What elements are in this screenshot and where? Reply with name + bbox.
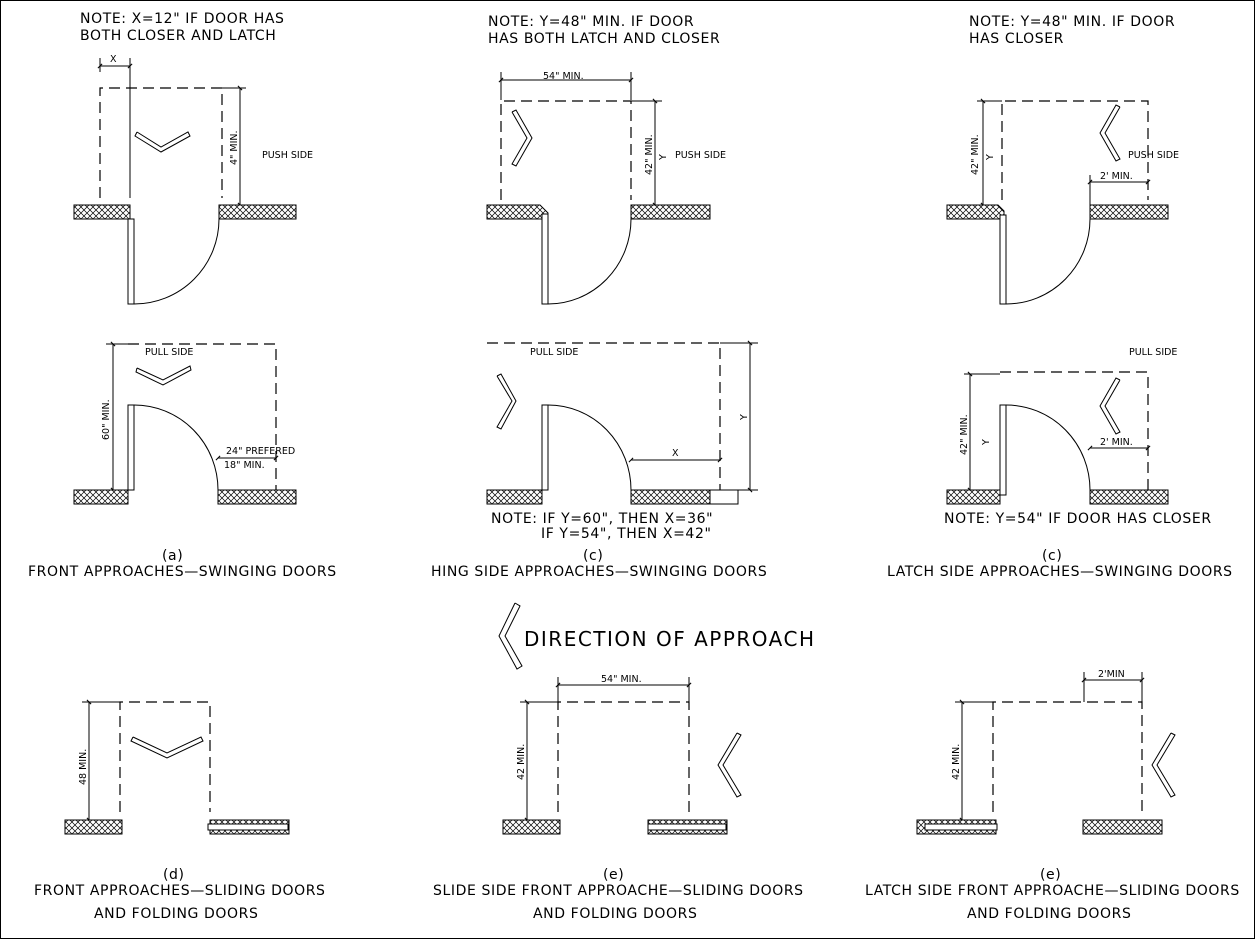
caption-e1-letter: (e): [603, 867, 624, 883]
wall-right: [1089, 204, 1169, 220]
wall-right: [1089, 489, 1169, 505]
wall-left: [73, 204, 131, 220]
caption-e2-letter: (e): [1040, 867, 1061, 883]
pull-side-label-c: PULL SIDE: [1129, 347, 1177, 358]
approach-arrow-icon: [1151, 732, 1176, 798]
caption-e1-title: SLIDE SIDE FRONT APPROACHE—SLIDING DOORS…: [433, 883, 804, 922]
approach-arrow-icon: [1099, 377, 1121, 435]
caption-a-letter: (a): [162, 548, 183, 564]
diagram-hinge-pull: PULL SIDE Y X NOTE: IF Y=60", THEN X=36"…: [486, 340, 758, 542]
door-leaf: [999, 404, 1007, 496]
note-c2: NOTE: Y=54" IF DOOR HAS CLOSER: [944, 511, 1212, 527]
approach-arrow-icon: [511, 109, 533, 167]
approach-arrow-icon: [1099, 104, 1121, 162]
depth-dim-b: 42" MIN.: [644, 134, 655, 175]
wall-right: [630, 204, 711, 220]
wall-left: [486, 204, 549, 220]
min-dim: 18" MIN.: [224, 460, 265, 471]
diagram-slide-side-sliding: 54" MIN. 42 MIN.: [502, 674, 742, 835]
push-side-label-c: PUSH SIDE: [1128, 150, 1179, 161]
diagram-latch-side-sliding: 2'MIN 42 MIN.: [916, 669, 1176, 835]
wall-right: [630, 489, 711, 505]
note-b2: NOTE: IF Y=60", THEN X=36"IF Y=54", THEN…: [491, 511, 713, 542]
clear-dim-c2: 2' MIN.: [1100, 437, 1133, 448]
caption-b-title: HING SIDE APPROACHES—SWINGING DOORS: [431, 564, 767, 580]
width-dim: 54" MIN.: [543, 71, 584, 82]
pull-side-label-a: PULL SIDE: [145, 347, 193, 358]
depth-dim-c2: 42" MIN.: [959, 414, 970, 455]
y-label-c: Y: [985, 154, 996, 161]
y-label-b2: Y: [739, 414, 750, 421]
direction-arrow-icon: [498, 602, 523, 670]
caption-c-title: LATCH SIDE APPROACHES—SWINGING DOORS: [887, 564, 1233, 580]
sliding-door-icon: [647, 823, 727, 831]
wall-left: [946, 489, 1001, 505]
caption-b-letter: (c): [583, 548, 603, 564]
depth-dim-d: 48 MIN.: [78, 749, 89, 785]
sliding-door-icon: [207, 823, 289, 831]
door-leaf: [541, 404, 549, 491]
depth-dim-c: 42" MIN.: [970, 134, 981, 175]
approach-arrow-icon: [496, 373, 517, 430]
wall-left: [64, 819, 123, 835]
approach-arrow-icon: [130, 736, 204, 759]
sliding-door-icon: [924, 823, 998, 831]
caption-a-title: FRONT APPROACHES—SWINGING DOORS: [28, 564, 337, 580]
depth-dim-e2: 42 MIN.: [951, 744, 962, 780]
y-label-c2: Y: [981, 439, 992, 446]
pull-side-label-b: PULL SIDE: [530, 347, 578, 358]
caption-e2-title: LATCH SIDE FRONT APPROACHE—SLIDING DOORS…: [865, 883, 1240, 922]
wall-left: [73, 489, 129, 505]
wall-right: [1082, 819, 1163, 835]
door-leaf: [999, 214, 1007, 305]
approach-arrow-icon: [717, 732, 742, 798]
depth-dim-a2: 60" MIN.: [101, 399, 112, 440]
door-leaf: [541, 213, 549, 305]
push-side-label: PUSH SIDE: [262, 150, 313, 161]
x-label: X: [110, 54, 117, 65]
diagram-latch-pull: PULL SIDE 42" MIN. Y 2' MIN. NOTE: Y=54"…: [944, 347, 1212, 527]
push-side-label-b: PUSH SIDE: [675, 150, 726, 161]
x-label-b2: X: [672, 448, 679, 459]
depth-dim-e1: 42 MIN.: [516, 744, 527, 780]
door-leaf: [127, 218, 135, 305]
wall-right: [218, 204, 297, 220]
approach-arrow-icon: [134, 131, 191, 153]
direction-legend: DIRECTION OF APPROACH: [524, 627, 816, 651]
wall-right: [217, 489, 297, 505]
diagram-front-sliding: 48 MIN.: [64, 699, 290, 835]
wall-left: [946, 204, 1005, 220]
wall-left: [486, 489, 543, 505]
width-dim-e1: 54" MIN.: [601, 674, 642, 685]
diagram-front-pull: PULL SIDE 60" MIN. 24" PREFERED 18" MIN.: [73, 341, 297, 505]
wall-left: [502, 819, 561, 835]
depth-dim: 4" MIN.: [229, 130, 240, 165]
door-leaf: [127, 404, 135, 491]
clear-dim-c: 2' MIN.: [1100, 171, 1133, 182]
y-label-b: Y: [658, 154, 669, 161]
caption-d-letter: (d): [163, 867, 185, 883]
approach-arrow-icon: [135, 365, 192, 386]
pref-dim: 24" PREFERED: [226, 446, 295, 457]
clear-dim-e2: 2'MIN: [1098, 669, 1125, 680]
caption-c-letter: (c): [1042, 548, 1062, 564]
